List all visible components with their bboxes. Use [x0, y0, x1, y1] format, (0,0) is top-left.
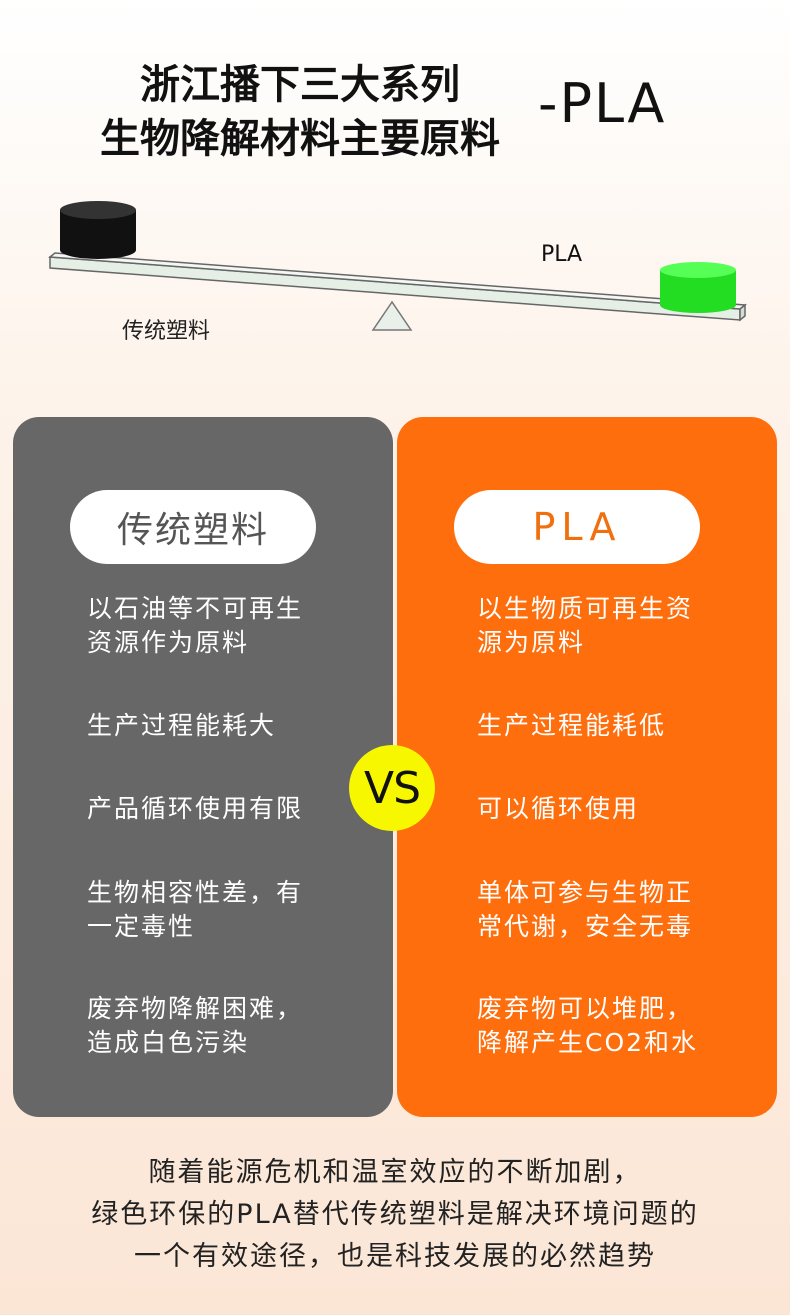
panel-title-pla: PLA — [454, 490, 700, 564]
balance-beam — [48, 252, 747, 322]
item-line: 常代谢，安全无毒 — [477, 912, 694, 941]
panel-title-traditional: 传统塑料 — [70, 490, 316, 564]
item-line: 生产过程能耗低 — [477, 711, 667, 740]
item-line: 降解产生CO2和水 — [477, 1028, 699, 1057]
item-line: 一定毒性 — [87, 912, 196, 941]
item-line: 造成白色污染 — [87, 1028, 250, 1057]
list-item: 可以循环使用 — [477, 792, 639, 826]
footer-line: 一个有效途径，也是科技发展的必然趋势 — [134, 1241, 656, 1272]
item-line: 以石油等不可再生 — [87, 594, 304, 623]
list-item: 废弃物可以堆肥， 降解产生CO2和水 — [477, 992, 698, 1060]
item-line: 废弃物可以堆肥， — [477, 994, 694, 1023]
page-title: 浙江播下三大系列 生物降解材料主要原料 — [60, 58, 540, 166]
footer-text: 随着能源危机和温室效应的不断加剧， 绿色环保的PLA替代传统塑料是解决环境问题的… — [0, 1152, 790, 1278]
list-item: 单体可参与生物正 常代谢，安全无毒 — [477, 876, 693, 944]
vs-badge: VS — [349, 745, 435, 831]
list-item: 以生物质可再生资 源为原料 — [477, 592, 693, 660]
footer-line: 随着能源危机和温室效应的不断加剧， — [148, 1157, 642, 1188]
fulcrum-triangle — [371, 300, 413, 331]
item-line: 源为原料 — [477, 628, 586, 657]
item-line: 单体可参与生物正 — [477, 878, 694, 907]
light-weight-green — [660, 262, 736, 313]
list-item: 生产过程能耗低 — [477, 709, 666, 743]
list-item: 生产过程能耗大 — [87, 709, 276, 743]
title-line-1: 浙江播下三大系列 — [140, 62, 460, 108]
title-line-2: 生物降解材料主要原料 — [100, 116, 500, 162]
title-suffix: -PLA — [538, 72, 667, 135]
list-item: 废弃物降解困难， 造成白色污染 — [87, 992, 303, 1060]
item-line: 以生物质可再生资 — [477, 594, 694, 623]
item-line: 废弃物降解困难， — [87, 994, 304, 1023]
balance-scale-illustration — [48, 201, 747, 331]
item-line: 资源作为原料 — [87, 628, 250, 657]
list-item: 生物相容性差，有 一定毒性 — [87, 876, 303, 944]
item-line: 可以循环使用 — [477, 794, 640, 823]
pla-panel: PLA 以生物质可再生资 源为原料 生产过程能耗低 可以循环使用 单体可参与生物… — [397, 417, 777, 1117]
scale-label-traditional: 传统塑料 — [122, 319, 211, 344]
list-item: 产品循环使用有限 — [87, 792, 303, 826]
footer-line: 绿色环保的PLA替代传统塑料是解决环境问题的 — [91, 1199, 699, 1230]
heavy-weight-black — [60, 201, 136, 259]
traditional-plastic-panel: 传统塑料 以石油等不可再生 资源作为原料 生产过程能耗大 产品循环使用有限 生物… — [13, 417, 393, 1117]
item-line: 生产过程能耗大 — [87, 711, 277, 740]
scale-label-pla: PLA — [541, 242, 583, 267]
list-item: 以石油等不可再生 资源作为原料 — [87, 592, 303, 660]
item-line: 产品循环使用有限 — [87, 794, 304, 823]
item-line: 生物相容性差，有 — [87, 878, 304, 907]
